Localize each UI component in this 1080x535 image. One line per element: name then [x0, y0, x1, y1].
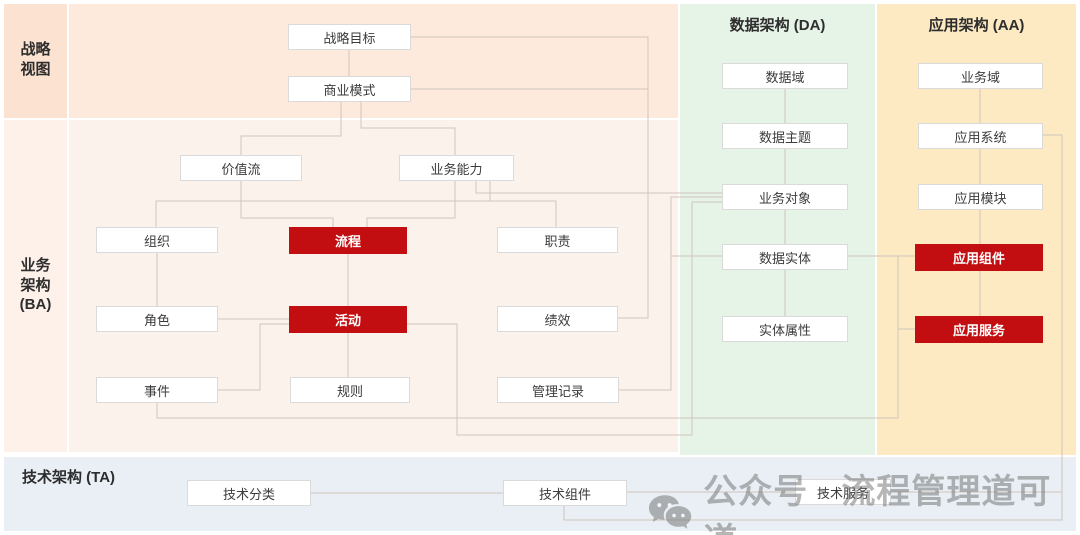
node-performance: 绩效 [497, 306, 618, 332]
node-app-system: 应用系统 [918, 123, 1043, 149]
app-arch-title: 应用架构 (AA) [928, 17, 1025, 34]
node-value-stream: 价值流 [180, 155, 302, 181]
node-event: 事件 [96, 377, 218, 403]
node-business-capability: 业务能力 [399, 155, 514, 181]
node-rule: 规则 [290, 377, 410, 403]
strategy-view-label-panel [4, 4, 67, 118]
node-app-service: 应用服务 [915, 316, 1043, 343]
business-arch-title-line2: 架构 [20, 276, 51, 294]
node-organization: 组织 [96, 227, 218, 253]
tech-arch-title: 技术架构 (TA) [22, 469, 116, 486]
business-arch-title: 业务架构 (BA) [4, 256, 67, 315]
node-strategy-goal: 战略目标 [288, 24, 411, 50]
node-activity: 活动 [289, 306, 407, 333]
node-data-domain: 数据域 [722, 63, 848, 89]
node-tech-component: 技术组件 [503, 480, 627, 506]
strategy-view-title-line1: 战略 [20, 41, 51, 58]
node-app-component: 应用组件 [915, 244, 1043, 271]
node-business-model: 商业模式 [288, 76, 411, 102]
node-tech-category: 技术分类 [187, 480, 311, 506]
node-business-object: 业务对象 [722, 184, 848, 210]
node-role: 角色 [96, 306, 218, 332]
strategy-view-title: 战略视图 [4, 40, 67, 79]
business-arch-title-line3: (BA) [19, 296, 52, 313]
node-process: 流程 [289, 227, 407, 254]
node-tech-service: 技术服务 [795, 479, 891, 505]
data-arch-title: 数据架构 (DA) [729, 17, 826, 34]
node-business-domain: 业务域 [918, 63, 1043, 89]
node-app-module: 应用模块 [918, 184, 1043, 210]
strategy-view-title-line2: 视图 [20, 60, 51, 78]
node-data-subject: 数据主题 [722, 123, 848, 149]
node-data-entity: 数据实体 [722, 244, 848, 270]
business-arch-title-line1: 业务 [20, 257, 51, 274]
node-management-record: 管理记录 [497, 377, 619, 403]
business-arch-label-panel [4, 120, 67, 452]
node-responsibility: 职责 [497, 227, 618, 253]
node-entity-attribute: 实体属性 [722, 316, 848, 342]
